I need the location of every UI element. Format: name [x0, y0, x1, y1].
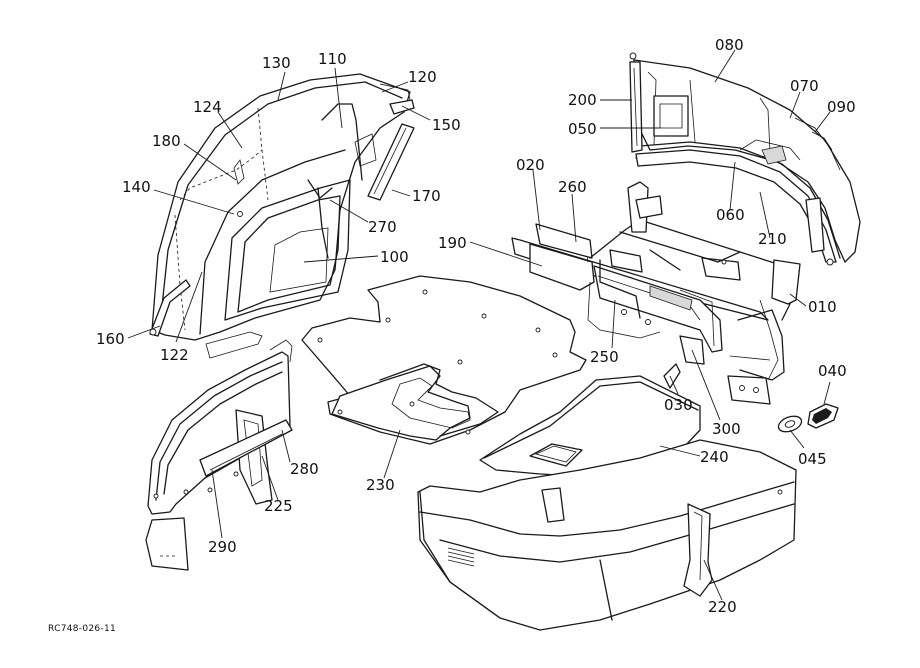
callout-150: 150: [432, 116, 461, 134]
callout-280: 280: [290, 460, 319, 478]
callout-060: 060: [716, 206, 745, 224]
floor-mat-rear: [479, 375, 701, 477]
callout-160: 160: [96, 330, 125, 348]
fender-assembly: [629, 52, 861, 266]
side-panel-assembly: [145, 339, 293, 571]
callout-122: 122: [160, 346, 189, 364]
floor-mat-plate: [301, 275, 587, 445]
frame-bracket-assembly: [511, 181, 801, 405]
callout-210: 210: [758, 230, 787, 248]
callout-180: 180: [152, 132, 181, 150]
callout-240: 240: [700, 448, 729, 466]
leader-lines: [127, 49, 831, 601]
drawing-reference-code: RC748-026-11: [48, 624, 116, 634]
callout-070: 070: [790, 77, 819, 95]
callout-230: 230: [366, 476, 395, 494]
callout-045: 045: [798, 450, 827, 468]
callout-130: 130: [262, 54, 291, 72]
callout-290: 290: [208, 538, 237, 556]
callout-270: 270: [368, 218, 397, 236]
callout-010: 010: [808, 298, 837, 316]
callout-200: 200: [568, 91, 597, 109]
callout-250: 250: [590, 348, 619, 366]
seat-base-cover: [417, 439, 797, 631]
callout-100: 100: [380, 248, 409, 266]
callout-090: 090: [827, 98, 856, 116]
callout-140: 140: [122, 178, 151, 196]
callout-260: 260: [558, 178, 587, 196]
callout-080: 080: [715, 36, 744, 54]
grommets: [777, 403, 839, 433]
callout-040: 040: [818, 362, 847, 380]
callout-labels: 080 070 090 200 050 060 210 130 110 120 …: [96, 36, 856, 616]
callout-110: 110: [318, 50, 347, 68]
callout-050: 050: [568, 120, 597, 138]
callout-170: 170: [412, 187, 441, 205]
callout-124: 124: [193, 98, 222, 116]
callout-190: 190: [438, 234, 467, 252]
callout-225: 225: [264, 497, 293, 515]
callout-120: 120: [408, 68, 437, 86]
callout-300: 300: [712, 420, 741, 438]
callout-020: 020: [516, 156, 545, 174]
cab-frame-assembly: [149, 73, 415, 359]
callout-220: 220: [708, 598, 737, 616]
callout-030: 030: [664, 396, 693, 414]
